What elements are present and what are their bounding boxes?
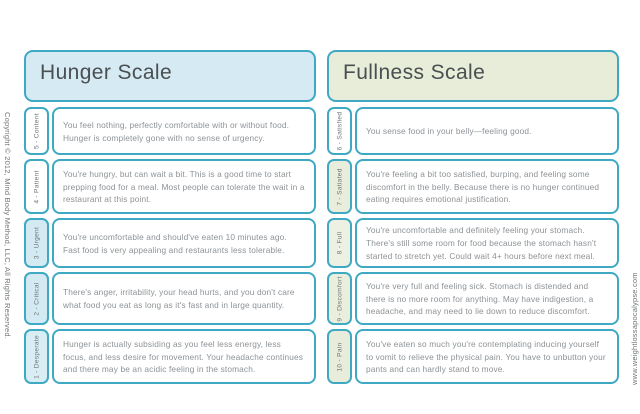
fullness-row-text: You sense food in your belly—feeling goo… — [366, 126, 532, 137]
copyright-notice: Copyright © 2012, Mind Body Method, LLC,… — [3, 112, 12, 340]
hunger-row-label-text: 1 - Desperate — [33, 334, 40, 379]
fullness-row-label-6: 6 - Satisfied — [327, 107, 352, 155]
fullness-row-label-7: 7 - Satiated — [327, 159, 352, 214]
hunger-row-text: Hunger is actually subsiding as you feel… — [63, 338, 304, 375]
table-row: 8 - Full You're uncomfortable and defini… — [327, 218, 619, 268]
fullness-row-text: You've eaten so much you're contemplatin… — [366, 338, 606, 375]
hunger-row-label-1: 1 - Desperate — [24, 329, 49, 384]
table-row: 1 - Desperate Hunger is actually subsidi… — [24, 329, 316, 384]
table-row: 10 - Pain You've eaten so much you're co… — [327, 329, 619, 384]
hunger-row-body-3: You're uncomfortable and should've eaten… — [52, 218, 316, 268]
table-row: 6 - Satisfied You sense food in your bel… — [327, 107, 619, 155]
fullness-row-label-text: 10 - Pain — [336, 341, 343, 372]
fullness-scale-title: Fullness Scale — [343, 61, 486, 84]
table-row: 5 - Content You feel nothing, perfectly … — [24, 107, 316, 155]
fullness-row-label-text: 8 - Full — [336, 231, 343, 255]
fullness-row-label-10: 10 - Pain — [327, 329, 352, 384]
fullness-row-body-8: You're uncomfortable and definitely feel… — [355, 218, 619, 268]
hunger-row-body-4: You're hungry, but can wait a bit. This … — [52, 159, 316, 214]
hunger-row-label-3: 3 - Urgent — [24, 218, 49, 268]
hunger-row-label-text: 2 - Critical — [33, 281, 40, 316]
hunger-scale-panel: Hunger Scale 5 - Content You feel nothin… — [24, 50, 316, 388]
table-row: 7 - Satiated You're feeling a bit too sa… — [327, 159, 619, 214]
hunger-row-text: You're uncomfortable and should've eaten… — [63, 231, 287, 255]
hunger-row-label-text: 3 - Urgent — [33, 226, 40, 260]
fullness-row-body-10: You've eaten so much you're contemplatin… — [355, 329, 619, 384]
hunger-row-label-4: 4 - Patient — [24, 159, 49, 214]
hunger-row-body-2: There's anger, irritability, your head h… — [52, 272, 316, 325]
table-row: 4 - Patient You're hungry, but can wait … — [24, 159, 316, 214]
hunger-row-body-1: Hunger is actually subsiding as you feel… — [52, 329, 316, 384]
fullness-row-body-6: You sense food in your belly—feeling goo… — [355, 107, 619, 155]
fullness-row-label-text: 7 - Satiated — [336, 167, 343, 206]
fullness-row-label-text: 6 - Satisfied — [336, 111, 343, 151]
fullness-row-label-text: 9 - Discomfort — [336, 275, 343, 322]
hunger-row-label-text: 5 - Content — [33, 113, 40, 149]
hunger-row-text: There's anger, irritability, your head h… — [63, 287, 295, 310]
fullness-row-text: You're feeling a bit too satisfied, burp… — [366, 168, 600, 205]
fullness-row-text: You're uncomfortable and definitely feel… — [366, 225, 597, 261]
hunger-scale-title: Hunger Scale — [40, 61, 173, 84]
table-row: 3 - Urgent You're uncomfortable and shou… — [24, 218, 316, 268]
hunger-row-label-2: 2 - Critical — [24, 272, 49, 325]
fullness-row-text: You're very full and feeling sick. Stoma… — [366, 280, 594, 317]
hunger-scale-header: Hunger Scale — [24, 50, 316, 102]
hunger-row-label-5: 5 - Content — [24, 107, 49, 155]
hunger-row-body-5: You feel nothing, perfectly comfortable … — [52, 107, 316, 155]
table-row: 2 - Critical There's anger, irritability… — [24, 272, 316, 325]
hunger-row-text: You're hungry, but can wait a bit. This … — [63, 168, 305, 205]
website-url: www.weightlossapocalypse.com — [630, 272, 639, 385]
fullness-scale-header: Fullness Scale — [327, 50, 619, 102]
fullness-row-body-9: You're very full and feeling sick. Stoma… — [355, 272, 619, 325]
fullness-row-label-8: 8 - Full — [327, 218, 352, 268]
hunger-row-label-text: 4 - Patient — [33, 169, 40, 204]
fullness-scale-panel: Fullness Scale 6 - Satisfied You sense f… — [327, 50, 619, 388]
fullness-row-label-9: 9 - Discomfort — [327, 272, 352, 325]
hunger-row-text: You feel nothing, perfectly comfortable … — [63, 119, 290, 143]
fullness-row-body-7: You're feeling a bit too satisfied, burp… — [355, 159, 619, 214]
table-row: 9 - Discomfort You're very full and feel… — [327, 272, 619, 325]
